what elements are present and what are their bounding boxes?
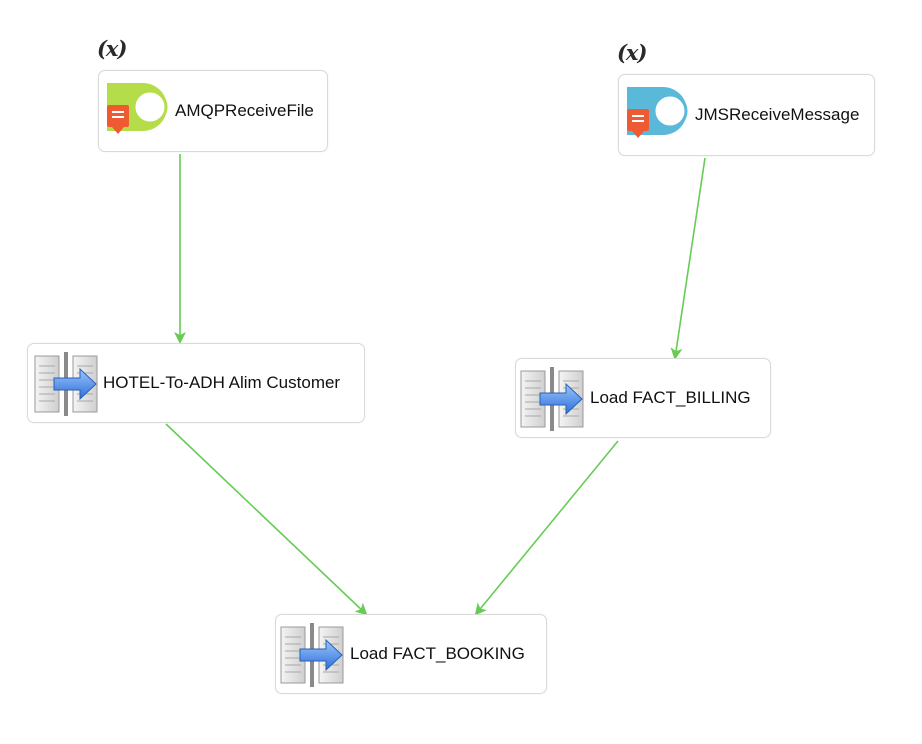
data-mapping-icon xyxy=(280,623,344,687)
data-mapping-icon xyxy=(34,352,98,416)
node-label: HOTEL-To-ADH Alim Customer xyxy=(103,373,341,392)
edge-billing-to-booking[interactable] xyxy=(474,440,619,616)
edge-jms-to-billing[interactable] xyxy=(670,157,706,360)
data-mapping-icon xyxy=(520,367,584,431)
event-receiver-icon xyxy=(107,83,168,134)
event-receiver-icon xyxy=(627,87,688,138)
node-jms-receive-message[interactable]: JMSReceiveMessage xyxy=(618,74,875,156)
node-amqp-receive-file[interactable]: AMQPReceiveFile xyxy=(98,70,328,152)
node-label: Load FACT_BILLING xyxy=(590,388,751,407)
node-label: JMSReceiveMessage xyxy=(695,105,860,124)
variable-marker-amqp: (x) xyxy=(97,36,127,61)
edge-hotel-to-booking[interactable] xyxy=(165,423,368,616)
node-hotel-to-adh-alim-customer[interactable]: HOTEL-To-ADH Alim Customer xyxy=(27,343,365,423)
variable-marker-jms: (x) xyxy=(617,40,647,65)
node-label: Load FACT_BOOKING xyxy=(350,644,525,663)
node-load-fact-billing[interactable]: Load FACT_BILLING xyxy=(515,358,771,438)
node-load-fact-booking[interactable]: Load FACT_BOOKING xyxy=(275,614,547,694)
node-label: AMQPReceiveFile xyxy=(175,101,314,120)
